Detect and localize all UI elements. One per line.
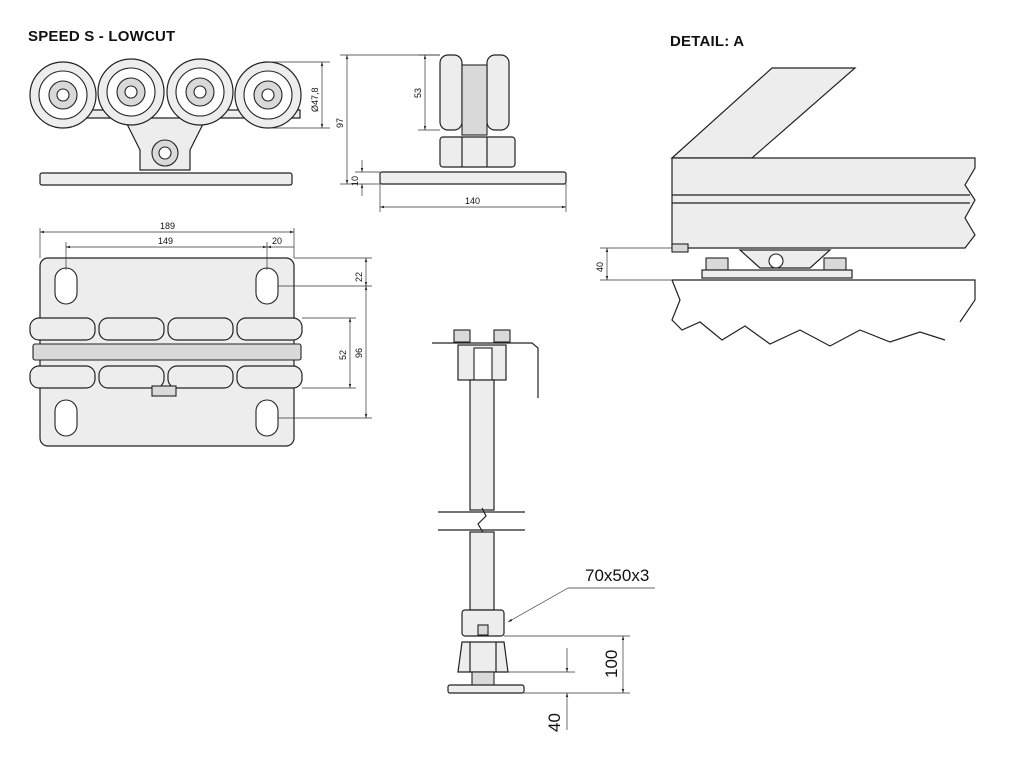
top-pivot-nut xyxy=(151,385,177,397)
detail-bolt-right xyxy=(823,257,847,271)
dim-height-total: 97 xyxy=(335,54,440,185)
dim-plate-length: 189 xyxy=(39,221,295,258)
detail-carriage-bracket xyxy=(738,249,832,269)
slot-hole-br xyxy=(255,399,279,437)
bottom-profile-box xyxy=(461,609,505,637)
dim-bottom-gap: 40 xyxy=(508,648,575,732)
rail-top-bracket xyxy=(432,342,539,398)
dim-diameter: Ø47,8 xyxy=(268,61,330,129)
dim-plate-thickness: 10 xyxy=(350,160,380,196)
dim-hole-spacing: 149 xyxy=(65,236,268,270)
dim-bottom-gap-label: 40 xyxy=(545,713,564,732)
detail-title: DETAIL: A xyxy=(670,33,745,50)
drawing-title: SPEED S - LOWCUT xyxy=(28,28,176,45)
dim-diameter-label: Ø47,8 xyxy=(310,87,320,112)
dim-hole-offset-label: 20 xyxy=(272,236,282,246)
dim-base-width: 140 xyxy=(379,184,567,212)
dim-plate-width-label: 96 xyxy=(354,348,364,358)
bottom-pivot xyxy=(471,671,495,687)
dim-wheel-height-label: 53 xyxy=(413,88,423,98)
slot-hole-tl xyxy=(54,267,78,305)
base-plate xyxy=(39,172,293,186)
rail-bolt-left xyxy=(453,329,471,343)
gate-end-cap xyxy=(671,243,689,253)
profile-leader: 70x50x3 xyxy=(507,566,655,623)
dim-wheel-span-label: 52 xyxy=(338,350,348,360)
wheel-2 xyxy=(97,58,165,126)
gate-post-lower xyxy=(469,531,495,611)
assembly-section-view xyxy=(432,329,539,694)
bottom-base-plate xyxy=(447,684,525,694)
foundation-top xyxy=(672,279,976,323)
profile-size-label: 70x50x3 xyxy=(585,566,649,585)
gate-post-upper xyxy=(469,379,495,511)
bottom-carriage-wheels xyxy=(457,641,509,673)
dim-hole-spacing-label: 149 xyxy=(158,236,173,246)
dim-bottom-height: 100 xyxy=(504,635,630,694)
side-wheel-left xyxy=(439,54,463,131)
dim-plate-length-label: 189 xyxy=(160,221,175,231)
top-view xyxy=(29,257,303,447)
dim-base-width-label: 140 xyxy=(465,196,480,206)
front-view xyxy=(29,58,302,186)
top-wheels-upper xyxy=(29,317,303,341)
top-wheels-lower xyxy=(29,365,303,389)
dim-edge-offset: 22 xyxy=(278,257,372,287)
dim-wheel-height: 53 xyxy=(413,54,440,131)
side-pivot-block xyxy=(439,136,516,168)
detail-bolt-left xyxy=(705,257,729,271)
wheel-1 xyxy=(29,61,97,129)
break-symbol xyxy=(477,507,487,535)
dim-detail-gap-label: 40 xyxy=(595,262,605,272)
detail-base-plate xyxy=(701,269,853,279)
side-wheel-right xyxy=(486,54,510,131)
wheel-4 xyxy=(234,61,302,129)
rail-bolt-right xyxy=(493,329,511,343)
wheel-3 xyxy=(166,58,234,126)
side-base-plate xyxy=(379,171,567,185)
dim-plate-width: 96 xyxy=(278,286,372,419)
side-view xyxy=(379,54,567,185)
dim-wheel-span: 52 xyxy=(302,317,356,389)
dim-bottom-height-label: 100 xyxy=(602,650,621,678)
dim-hole-offset: 20 xyxy=(267,236,294,249)
dim-plate-thickness-label: 10 xyxy=(350,176,360,186)
detail-pivot-nut xyxy=(768,253,784,269)
gate-diagonal-member xyxy=(670,67,857,159)
carriage-bracket xyxy=(59,109,301,171)
dim-edge-offset-label: 22 xyxy=(354,272,364,282)
top-frame-bar xyxy=(32,343,302,361)
detail-a-view xyxy=(670,67,976,347)
dim-detail-gap: 40 xyxy=(595,247,672,281)
dim-height-total-label: 97 xyxy=(335,118,345,128)
side-axle-block xyxy=(461,64,488,136)
foundation-break-line xyxy=(671,279,946,347)
slot-hole-tr xyxy=(255,267,279,305)
slot-hole-bl xyxy=(54,399,78,437)
